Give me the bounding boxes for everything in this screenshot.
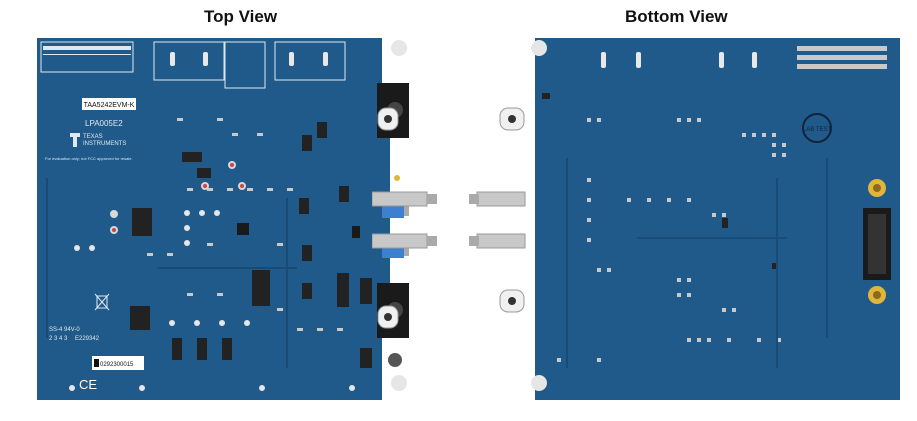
- serial-label: 0292300015: [100, 362, 134, 368]
- top-pin-header: [43, 46, 131, 55]
- bottom-pot-shaft-lower: [469, 233, 526, 249]
- bottom-traces: [566, 158, 828, 368]
- top-jumper-headers: [130, 122, 372, 368]
- top-pot-shaft-lower: [372, 233, 437, 249]
- bottom-rca-jack-upper: [499, 107, 525, 131]
- brand-line1: TEXAS: [83, 134, 103, 140]
- top-mounting-holes: [391, 40, 407, 391]
- top-leds: [110, 161, 400, 234]
- top-slot-pads: [170, 52, 328, 66]
- bottom-via-pads: [557, 118, 786, 362]
- bottom-edge-connector: [863, 208, 891, 280]
- serial-sticker: [92, 356, 144, 370]
- bottom-pot-shaft-upper: [469, 191, 526, 207]
- top-traces: [46, 178, 297, 368]
- top-smd-components: [147, 118, 343, 331]
- board-name-label: TAA5242EVM-K: [84, 102, 135, 109]
- bottom-smd-parts: [542, 93, 778, 269]
- ul-mark-label: SS-4 94V-0: [49, 327, 80, 333]
- weee-bin-icon: [94, 293, 110, 311]
- fcc-notice: For evaluation only; not FCC approved fo…: [45, 156, 133, 161]
- top-pot-shaft-upper: [372, 191, 437, 207]
- bottom-mounting-holes: [531, 40, 886, 391]
- bottom-rca-jack-lower: [499, 289, 525, 313]
- top-rca-jack-lower: [377, 305, 399, 329]
- ul-code-label: E229342: [75, 336, 100, 342]
- top-view-title: Top View: [204, 7, 278, 26]
- board-name-box: [82, 98, 136, 110]
- bottom-pin-grid: [797, 46, 887, 69]
- top-ic-chips: [237, 223, 360, 238]
- top-header-outline: [40, 41, 346, 89]
- lab-stamp-label: LAB TEST: [803, 127, 832, 133]
- top-crystal-can: [388, 353, 402, 367]
- bottom-pcb-substrate: [535, 38, 900, 400]
- lab-stamp-icon: LAB TEST: [802, 113, 832, 143]
- board-rev-label: LPA005E2: [85, 119, 123, 128]
- bottom-view-title: Bottom View: [625, 7, 728, 26]
- brand-line2: INSTRUMENTS: [83, 141, 126, 147]
- top-pcb-substrate: [37, 38, 382, 400]
- edge-connectors-between-views: [372, 107, 526, 329]
- bottom-view-board-image: LAB TEST: [531, 38, 900, 400]
- date-code-label: 2 3 4 3: [49, 336, 68, 342]
- ti-logo-icon: [70, 133, 80, 147]
- top-rca-jack-upper: [377, 107, 399, 131]
- top-view-board-image: TAA5242EVM-K LPA005E2 TEXAS INSTRUMENTS …: [37, 38, 409, 400]
- ce-mark-label: CE: [79, 377, 97, 392]
- bottom-slot-pads: [601, 52, 757, 68]
- top-test-points: [69, 210, 355, 391]
